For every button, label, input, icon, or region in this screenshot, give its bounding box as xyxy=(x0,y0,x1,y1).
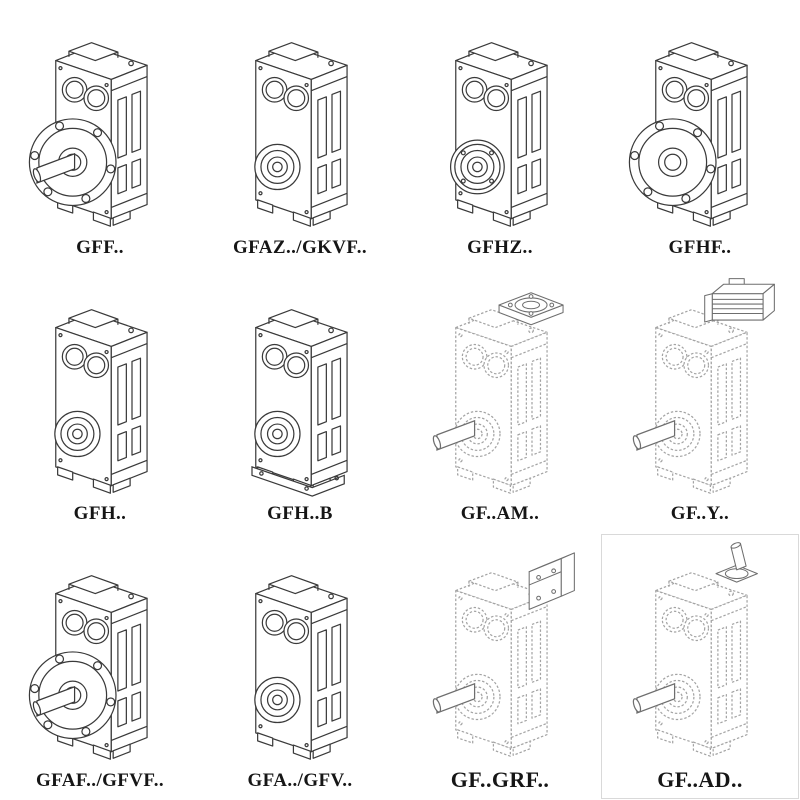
gearbox-body-icon xyxy=(655,572,748,757)
gearbox-foot-mounted-drawing xyxy=(251,308,348,497)
catalog-cell-gfaz-gkvf: GFAZ../GKVF.. xyxy=(200,0,400,267)
model-label: GFHZ.. xyxy=(467,236,533,258)
catalog-cell-gfhf: GFHF.. xyxy=(600,0,800,267)
catalog-cell-gf-ad: GF..AD.. xyxy=(600,533,800,800)
gearbox-body-icon xyxy=(255,308,348,494)
model-label: GF..GRF.. xyxy=(450,766,550,792)
gearbox-top-input-shaft-drawing xyxy=(631,541,758,757)
catalog-cell-gfa-gfv: GFA../GFV.. xyxy=(200,533,400,800)
model-label: GF..Y.. xyxy=(670,503,730,525)
shrink-disc-boss-icon xyxy=(449,139,505,195)
catalog-cell-gfaf-gfvf: GFAF../GFVF.. xyxy=(0,533,200,800)
catalog-cell-gfhz: GFHZ.. xyxy=(400,0,600,267)
gearbox-body-icon xyxy=(255,575,348,761)
gearbox-body-icon xyxy=(255,42,348,227)
cover-unit-icon xyxy=(528,552,575,611)
gearbox-body-icon xyxy=(655,308,748,494)
catalog-cell-gf-am: GF..AM.. xyxy=(400,267,600,534)
model-label: GFH..B xyxy=(267,503,333,525)
model-label: GFH.. xyxy=(73,503,127,525)
model-label: GFHF.. xyxy=(668,236,732,258)
gearbox-flange-shaft-drawing xyxy=(28,42,148,227)
catalog-cell-gfh-b: GFH..B xyxy=(200,267,400,534)
gearbox-with-cover-drawing xyxy=(431,552,575,757)
gearbox-body-icon xyxy=(455,42,548,227)
electric-motor-icon xyxy=(704,277,775,323)
gearbox-flange-shaft-drawing xyxy=(28,575,148,761)
gearbox-iec-adapter-drawing xyxy=(431,292,564,494)
output-flange-icon xyxy=(628,118,717,207)
gearbox-hollow-shaft-drawing xyxy=(254,42,348,227)
top-input-shaft-icon xyxy=(715,541,758,583)
bearing-boss-icon xyxy=(254,410,301,457)
model-label: GFA../GFV.. xyxy=(247,770,353,792)
catalog-cell-gfh: GFH.. xyxy=(0,267,200,534)
model-label: GFAZ../GKVF.. xyxy=(233,236,367,258)
catalog-cell-gf-y: GF..Y.. xyxy=(600,267,800,534)
bearing-boss-icon xyxy=(254,143,301,191)
gearbox-body-icon xyxy=(55,308,148,494)
model-label: GFF.. xyxy=(76,236,124,258)
gearbox-body-icon xyxy=(455,308,548,494)
gearbox-hollow-shaft-drawing xyxy=(254,575,348,761)
bearing-boss-icon xyxy=(254,677,301,724)
model-label: GFAF../GFVF.. xyxy=(35,770,164,792)
gearbox-flange-hollow-drawing xyxy=(628,42,748,227)
gearbox-with-motor-drawing xyxy=(631,277,775,494)
gearbox-shrink-disc-drawing xyxy=(449,42,548,227)
bearing-boss-icon xyxy=(54,410,101,457)
catalog-cell-gff: GFF.. xyxy=(0,0,200,267)
gearbox-hollow-shaft-drawing xyxy=(54,308,148,494)
catalog-cell-gf-grf: GF..GRF.. xyxy=(400,533,600,800)
model-label: GF..AD.. xyxy=(657,766,743,792)
model-label: GF..AM.. xyxy=(460,503,540,525)
